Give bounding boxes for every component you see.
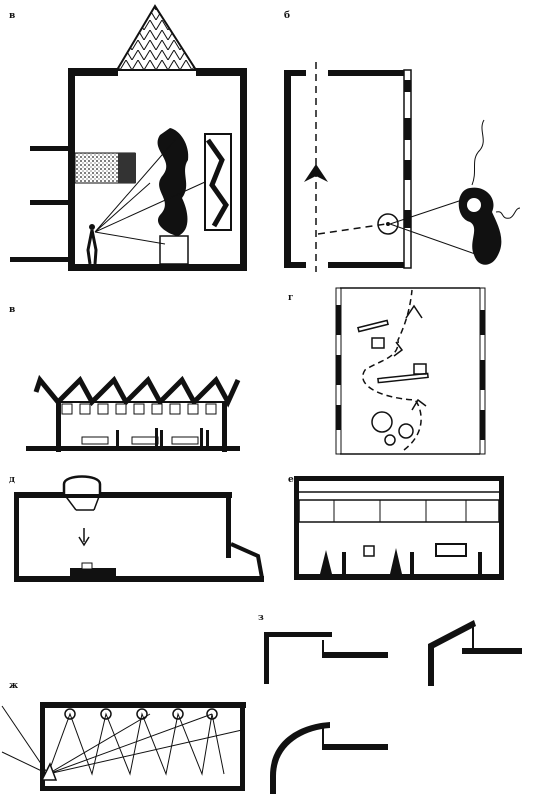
viewer-eye: [40, 762, 58, 781]
panel-label-g: ж: [9, 681, 19, 691]
wall-right: [240, 68, 247, 270]
hanging-artwork: [435, 543, 467, 557]
sawtooth-roof: [33, 374, 241, 408]
direction-arrow: [304, 164, 328, 182]
panel-a-section: [10, 4, 247, 271]
panel-label-a: в: [9, 11, 16, 21]
pyramid-skylight: [115, 4, 198, 71]
panel-h-profiles: [264, 620, 522, 794]
panel-b-plan: [284, 62, 521, 272]
section-floor: [26, 446, 240, 451]
panel-label-f: е: [288, 475, 294, 485]
panel-label-c: в: [9, 305, 16, 315]
panel-label-e: д: [9, 475, 15, 485]
panel-e-section: [14, 475, 264, 582]
plan-wall-left: [284, 70, 291, 268]
viewpoint-circle: [377, 213, 399, 235]
light-rays: [47, 712, 225, 776]
clerestory-band: [298, 499, 500, 523]
panel-f-section: [294, 476, 504, 580]
plinth: [159, 235, 189, 265]
panel-label-h: з: [258, 613, 264, 623]
circulation-route: [362, 289, 422, 451]
sculpture: [157, 128, 189, 236]
light-arrow: [78, 536, 90, 547]
panel-label-b: б: [284, 11, 291, 21]
panel-c-section: [26, 374, 241, 452]
panel-label-d: г: [288, 293, 294, 303]
visitor-figures: [116, 428, 209, 446]
panel-g-section: [1, 702, 246, 791]
roof-lantern: [62, 475, 102, 494]
floor: [68, 264, 247, 271]
panel-d-plan: [335, 287, 486, 455]
wall-left: [68, 68, 75, 270]
